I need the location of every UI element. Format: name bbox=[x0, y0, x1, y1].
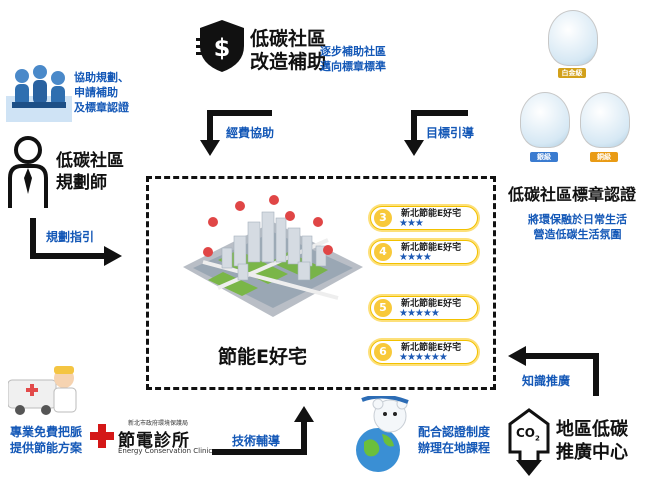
arrow-funding bbox=[200, 110, 272, 156]
arrow-label-knowledge: 知識推廣 bbox=[522, 374, 571, 388]
clinic-desc: 專業免費把脈 提供節能方案 bbox=[10, 424, 82, 456]
platinum-mascot-icon bbox=[548, 10, 598, 66]
promotion-desc: 配合認證制度 辦理在地課程 bbox=[418, 424, 490, 456]
person-icon bbox=[8, 136, 48, 208]
co2-icon-sub: 2 bbox=[535, 434, 540, 443]
clinic-org: 新北市政府環境保護局 bbox=[128, 420, 189, 427]
polar-bear-earth-icon bbox=[356, 396, 409, 472]
badge-stars: ★★★★ bbox=[399, 252, 432, 263]
planner-title: 低碳社區 規劃師 bbox=[56, 150, 124, 194]
clinic-desc-line: 專業免費把脈 bbox=[10, 425, 83, 439]
badge-level: 5 bbox=[374, 299, 392, 317]
energy-badge-3: 3 新北節能E好宅 ★★★ bbox=[370, 206, 478, 230]
arrow-target bbox=[404, 110, 468, 156]
badge-stars: ★★★★★★ bbox=[399, 352, 448, 363]
bronze-tag: 銅級 bbox=[590, 152, 618, 162]
arrow-knowledge bbox=[508, 346, 599, 396]
badge-level: 6 bbox=[374, 343, 392, 361]
platinum-tag: 白金級 bbox=[558, 68, 586, 78]
clinic-desc-line: 提供節能方案 bbox=[10, 441, 83, 455]
center-frame bbox=[146, 176, 496, 390]
badge-title: 新北節能E好宅 bbox=[401, 299, 462, 309]
planner-title-line: 規劃師 bbox=[56, 173, 107, 193]
badge-stars: ★★★★★ bbox=[399, 308, 440, 319]
co2-icon-text: CO bbox=[516, 426, 536, 440]
clinic-name: 節電診所 bbox=[118, 431, 190, 451]
promotion-title-line: 地區低碳 bbox=[556, 419, 628, 440]
red-cross-icon bbox=[90, 424, 114, 448]
arrow-label-target: 目標引導 bbox=[426, 126, 475, 140]
svg-text:$: $ bbox=[214, 34, 231, 62]
promotion-desc-line: 配合認證制度 bbox=[418, 425, 491, 439]
certification-desc-line: 營造低碳生活氛圍 bbox=[533, 228, 622, 241]
silver-mascot-icon bbox=[520, 92, 570, 148]
subsidy-title-line: 低碳社區 bbox=[250, 28, 327, 50]
badge-title: 新北節能E好宅 bbox=[401, 343, 462, 353]
planner-desc-line: 及標章認證 bbox=[74, 101, 129, 114]
arrow-label-technical: 技術輔導 bbox=[232, 434, 281, 448]
arrow-label-funding: 經費協助 bbox=[226, 126, 275, 140]
planner-title-line: 低碳社區 bbox=[56, 151, 124, 171]
team-meeting-icon bbox=[6, 65, 72, 122]
badge-stars: ★★★ bbox=[399, 218, 424, 229]
ambulance-doctor-icon bbox=[8, 366, 77, 415]
energy-badge-5: 5 新北節能E好宅 ★★★★★ bbox=[370, 296, 478, 320]
planner-desc-line: 申請補助 bbox=[74, 86, 118, 99]
badge-title: 新北節能E好宅 bbox=[401, 209, 462, 219]
certification-desc: 將環保融於日常生活 營造低碳生活氛圍 bbox=[528, 212, 627, 242]
badge-title: 新北節能E好宅 bbox=[401, 243, 462, 253]
subsidy-title-line: 改造補助 bbox=[250, 51, 327, 73]
co2-icon-label: CO2 bbox=[516, 426, 540, 442]
promotion-title-line: 推廣中心 bbox=[556, 442, 628, 463]
badge-level: 4 bbox=[374, 243, 392, 261]
bronze-mascot-icon bbox=[580, 92, 630, 148]
subsidy-desc: 逐步補助社區 邁向標章標準 bbox=[320, 44, 386, 74]
subsidy-desc-line: 邁向標章標準 bbox=[320, 60, 386, 73]
silver-tag: 銀級 bbox=[530, 152, 558, 162]
planner-desc: 協助規劃、 申請補助 及標章認證 bbox=[74, 70, 129, 115]
arrow-planning bbox=[30, 218, 122, 266]
certification-title: 低碳社區標章認證 bbox=[508, 185, 637, 204]
badge-level: 3 bbox=[374, 209, 392, 227]
city-illustration bbox=[183, 195, 363, 317]
arrow-technical bbox=[212, 406, 314, 455]
promotion-desc-line: 辦理在地課程 bbox=[418, 441, 491, 455]
energy-badge-4: 4 新北節能E好宅 ★★★★ bbox=[370, 240, 478, 264]
subsidy-desc-line: 逐步補助社區 bbox=[320, 45, 386, 58]
money-shield-icon: $ bbox=[196, 20, 244, 72]
center-title: 節能E好宅 bbox=[218, 346, 307, 368]
planner-desc-line: 協助規劃、 bbox=[74, 71, 129, 84]
co2-down-icon bbox=[508, 408, 550, 476]
energy-badge-6: 6 新北節能E好宅 ★★★★★★ bbox=[370, 340, 478, 364]
promotion-title: 地區低碳 推廣中心 bbox=[556, 418, 628, 464]
subsidy-title: 低碳社區 改造補助 bbox=[250, 28, 326, 74]
clinic-en-name: Energy Conservation Clinic bbox=[118, 447, 213, 455]
arrow-label-planning: 規劃指引 bbox=[46, 230, 95, 244]
certification-desc-line: 將環保融於日常生活 bbox=[528, 213, 627, 226]
